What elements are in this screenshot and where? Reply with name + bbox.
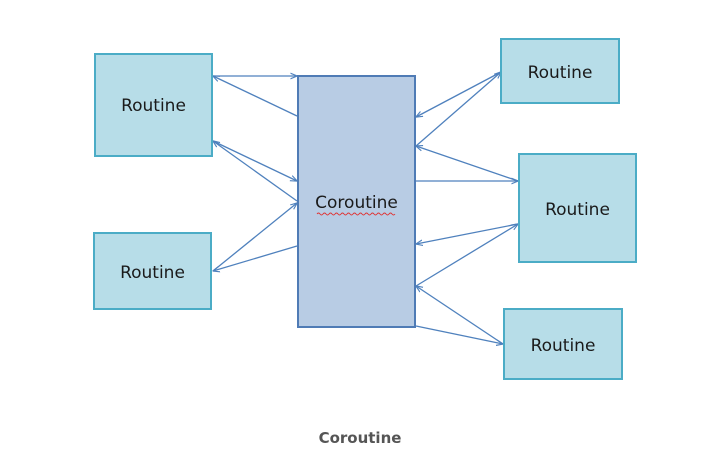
routine-box (93, 232, 212, 310)
arrow-routine2-to-coroutine (212, 203, 297, 272)
connector-arrows (213, 72, 518, 344)
arrow-coroutine-to-routine2 (213, 245, 298, 271)
routine-node-1: Routine (94, 53, 213, 157)
arrow-routine3-to-coroutine (416, 71, 502, 117)
arrow-coroutine-to-routine4-lower (415, 224, 518, 287)
routine-label: Routine (528, 63, 593, 83)
routine-node-4: Routine (518, 153, 637, 263)
arrow-routine4-to-coroutine-upper (416, 146, 519, 182)
routine-label: Routine (121, 96, 186, 116)
coroutine-box (297, 75, 416, 328)
routine-label: Routine (531, 336, 596, 356)
arrow-coroutine-to-routine1 (213, 76, 298, 117)
spellcheck-underline (316, 212, 396, 216)
routine-node-3: Routine (500, 38, 620, 104)
routine-box (500, 38, 620, 104)
arrow-routine5-to-coroutine (416, 286, 504, 345)
arrow-coroutine-to-routine1-lower (213, 141, 298, 202)
routine-box (503, 308, 623, 380)
arrow-routine1-to-coroutine-lower (212, 140, 297, 181)
arrow-coroutine-to-routine5 (415, 325, 503, 344)
figure-caption: Coroutine (318, 429, 402, 447)
routine-node-2: Routine (93, 232, 212, 310)
routine-label: Routine (545, 200, 610, 220)
routine-box (94, 53, 213, 157)
coroutine-label: Coroutine (315, 193, 398, 213)
arrow-coroutine-to-routine3 (415, 72, 501, 147)
routine-label: Routine (120, 263, 185, 283)
coroutine-node: Coroutine (297, 75, 416, 328)
routine-box (518, 153, 637, 263)
arrow-routine4-to-coroutine-lower (416, 223, 519, 244)
routine-node-5: Routine (503, 308, 623, 380)
